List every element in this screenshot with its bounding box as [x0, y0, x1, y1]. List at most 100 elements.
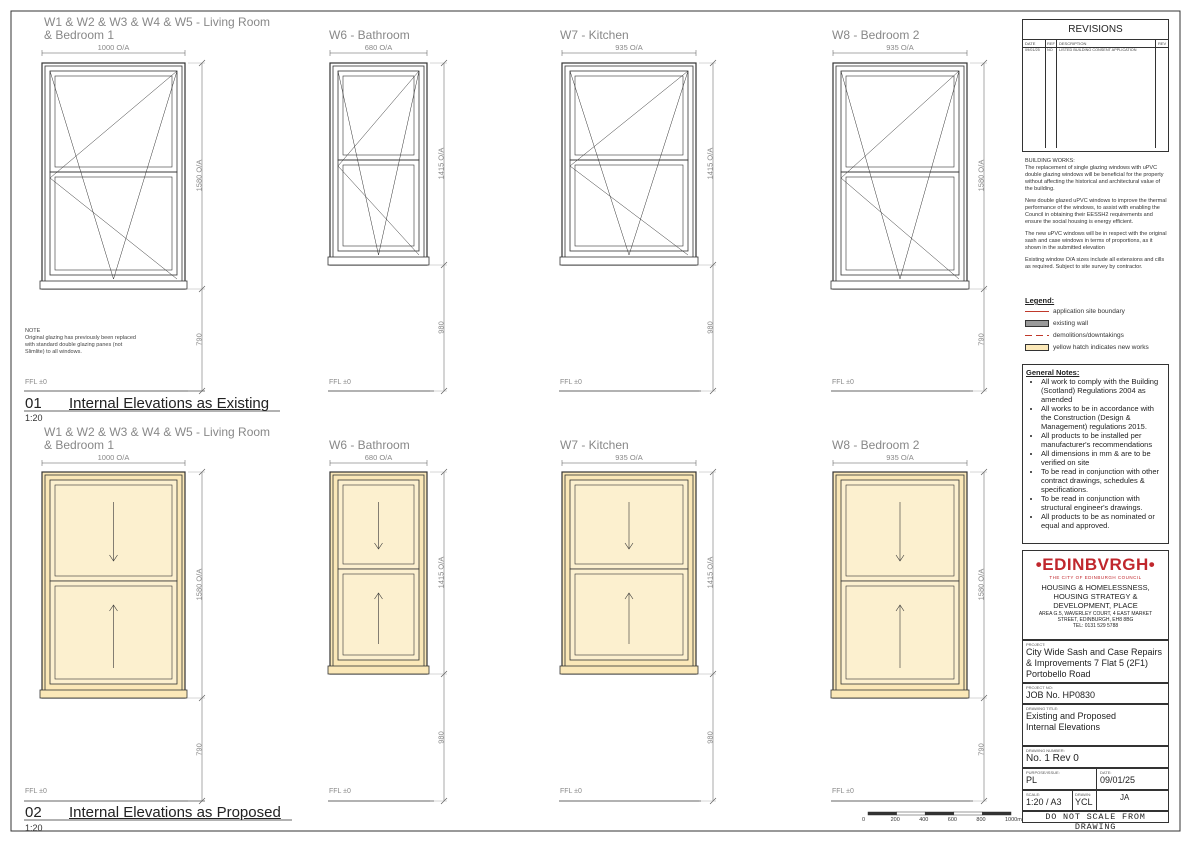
proposed-window-sill	[327, 665, 430, 675]
sheet-border	[10, 10, 1181, 832]
drawn-value: YCL	[1075, 797, 1093, 807]
scale-value: 1:20	[1026, 797, 1044, 807]
sash-down-arrow-head	[895, 554, 905, 562]
project-number-box: PROJECT No: JOB No. HP0830	[1022, 683, 1169, 704]
proposed-ffl-label: FFL ±0	[560, 788, 582, 795]
opening-indicator-line	[49, 70, 178, 179]
opening-indicator-line	[337, 165, 420, 256]
general-note-item: All products to be installed per manufac…	[1041, 431, 1165, 449]
revisions-title: REVISIONS	[1023, 20, 1168, 40]
proposed-sill-height-label: 980	[436, 730, 446, 744]
existing-width-label: 935 O/A	[886, 43, 914, 52]
proposed-height-label: 1415 O/A	[436, 556, 446, 589]
proposed-window-title: W6 - Bathroom	[329, 438, 410, 452]
council-logo-subtitle: THE CITY OF EDINBURGH COUNCIL	[1049, 575, 1142, 580]
existing-height-label: 1580 O/A	[976, 159, 986, 192]
proposed-height-label: 1580 O/A	[194, 568, 204, 601]
drawing-title-box: DRAWING TITLE: Existing and Proposed Int…	[1022, 704, 1169, 746]
project-box: PROJECT: City Wide Sash and Case Repairs…	[1022, 640, 1169, 683]
opening-indicator-line	[49, 70, 114, 280]
proposed-bottom-pane	[845, 585, 955, 680]
proposed-width-label: 935 O/A	[615, 453, 643, 462]
existing-bottom-pane	[574, 164, 684, 247]
opening-indicator-line	[569, 165, 689, 256]
opening-indicator-line	[49, 177, 178, 280]
existing-window-sill	[39, 280, 188, 290]
council-department: HOUSING & HOMELESSNESS, HOUSING STRATEGY…	[1041, 583, 1150, 610]
drawing-number: No. 1 Rev 0	[1026, 753, 1079, 764]
existing-window-title-line2: & Bedroom 1	[44, 28, 115, 42]
existing-top-pane	[342, 75, 415, 156]
existing-height-label: 1415 O/A	[705, 147, 715, 180]
drawn-box: DRAWN: YCL	[1072, 790, 1097, 811]
section-number-existing: 01	[25, 395, 42, 412]
scale-bar-tick-label: 400	[919, 817, 929, 823]
proposed-top-pane	[342, 484, 415, 565]
glazing-note: NOTE Original glazing has previously bee…	[25, 328, 136, 355]
scale-bar-tick-label: 1000mm	[1005, 817, 1027, 823]
opening-indicator-line	[569, 70, 689, 167]
opening-indicator-line	[840, 70, 901, 280]
existing-window-frame	[41, 62, 186, 290]
council-block: •EDINBVRGH• THE CITY OF EDINBURGH COUNCI…	[1022, 550, 1169, 640]
scale-bar-tick-label: 0	[862, 817, 866, 823]
existing-bottom-sash	[840, 171, 960, 276]
proposed-sill-height-label: 790	[194, 742, 204, 756]
sash-down-arrow-head	[109, 554, 118, 562]
existing-bottom-sash	[569, 159, 689, 252]
general-notes: General Notes: All work to comply with t…	[1022, 364, 1169, 544]
date-box: DATE: 09/01/25	[1096, 768, 1169, 790]
legend: Legend: application site boundary existi…	[1025, 296, 1169, 353]
existing-width-label: 935 O/A	[615, 43, 643, 52]
section-title-proposed: Internal Elevations as Proposed	[69, 804, 281, 821]
proposed-bottom-pane	[342, 573, 415, 656]
council-logo: •EDINBVRGH•	[1035, 555, 1156, 574]
scale-box: SCALE: 1:20 / A3	[1022, 790, 1073, 811]
checked-box: JA	[1096, 790, 1169, 811]
scale-bar-segment	[867, 811, 897, 816]
existing-sill-height-label: 980	[705, 321, 715, 334]
project-number: JOB No. HP0830	[1026, 690, 1096, 700]
opening-indicator-line	[337, 70, 420, 167]
sash-up-arrow-head	[624, 592, 634, 600]
existing-bottom-sash	[49, 171, 178, 276]
sash-up-arrow-head	[109, 604, 118, 612]
scale-bar-segment	[953, 811, 983, 816]
existing-bottom-pane	[54, 176, 173, 271]
existing-window-title: W6 - Bathroom	[329, 28, 410, 42]
council-tel: TEL: 0131 529 5788	[1072, 623, 1119, 629]
proposed-top-pane	[54, 484, 173, 577]
opening-indicator-line	[899, 70, 960, 280]
revisions-box: REVISIONS DATE REF DESCRIPTION REV 09/01…	[1022, 19, 1169, 152]
drawing-number-box: DRAWING NUMBER: No. 1 Rev 0	[1022, 746, 1169, 768]
opening-indicator-line	[378, 70, 420, 256]
date-value: 09/01/25	[1100, 775, 1136, 785]
legend-item-site-boundary: application site boundary	[1025, 307, 1125, 315]
proposed-bottom-pane	[54, 585, 173, 680]
purpose-box: PURPOSE/ISSUE: PL	[1022, 768, 1097, 790]
proposed-ffl-label: FFL ±0	[329, 788, 351, 795]
proposed-top-pane	[845, 484, 955, 577]
section-scale-proposed: 1:20	[25, 823, 43, 833]
existing-window-frame	[561, 62, 697, 266]
opening-indicator-line	[337, 70, 379, 256]
opening-indicator-line	[628, 70, 689, 256]
building-works: BUILDING WORKS: The replacement of singl…	[1025, 158, 1167, 270]
existing-sill-height-label: 790	[194, 333, 204, 346]
proposed-bottom-pane	[574, 573, 684, 656]
existing-ffl-label: FFL ±0	[25, 379, 47, 386]
opening-indicator-line	[113, 70, 178, 280]
existing-bottom-pane	[342, 164, 415, 247]
existing-bottom-sash	[337, 159, 420, 252]
proposed-height-label: 1580 O/A	[976, 568, 986, 601]
proposed-sill-height-label: 790	[976, 742, 986, 756]
sash-down-arrow-head	[624, 542, 634, 550]
section-scale-existing: 1:20	[25, 413, 43, 423]
general-note-item: To be read in conjunction with structura…	[1041, 494, 1165, 512]
section-title-existing: Internal Elevations as Existing	[69, 395, 270, 412]
general-note-item: All work to comply with the Building (Sc…	[1041, 377, 1165, 404]
existing-width-label: 680 O/A	[364, 43, 393, 52]
general-note-item: All works to be in accordance with the C…	[1041, 404, 1165, 431]
existing-sill-height-label: 980	[436, 321, 446, 334]
